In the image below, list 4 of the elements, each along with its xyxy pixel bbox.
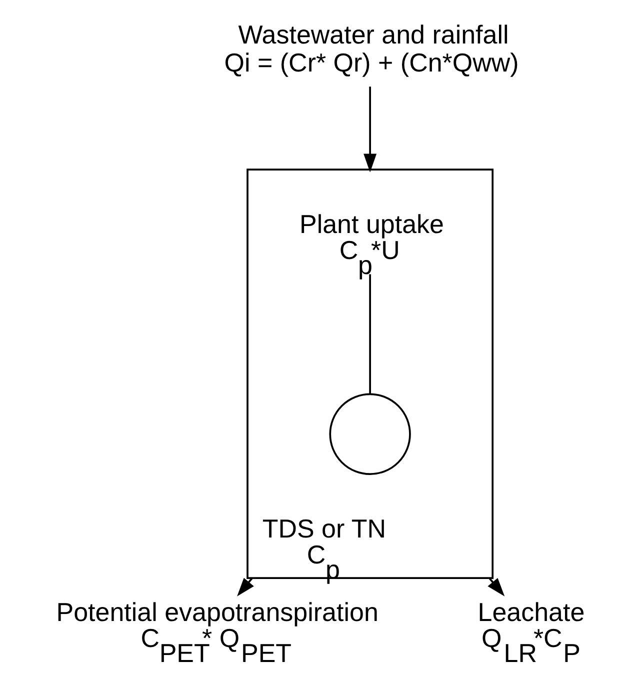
arrow [363, 86, 376, 172]
node-circle [328, 393, 410, 475]
connector [368, 274, 370, 394]
node-text: Wastewater and rainfall Qi = (Cr* Qr) + (Cn*Qww) [224, 20, 518, 78]
